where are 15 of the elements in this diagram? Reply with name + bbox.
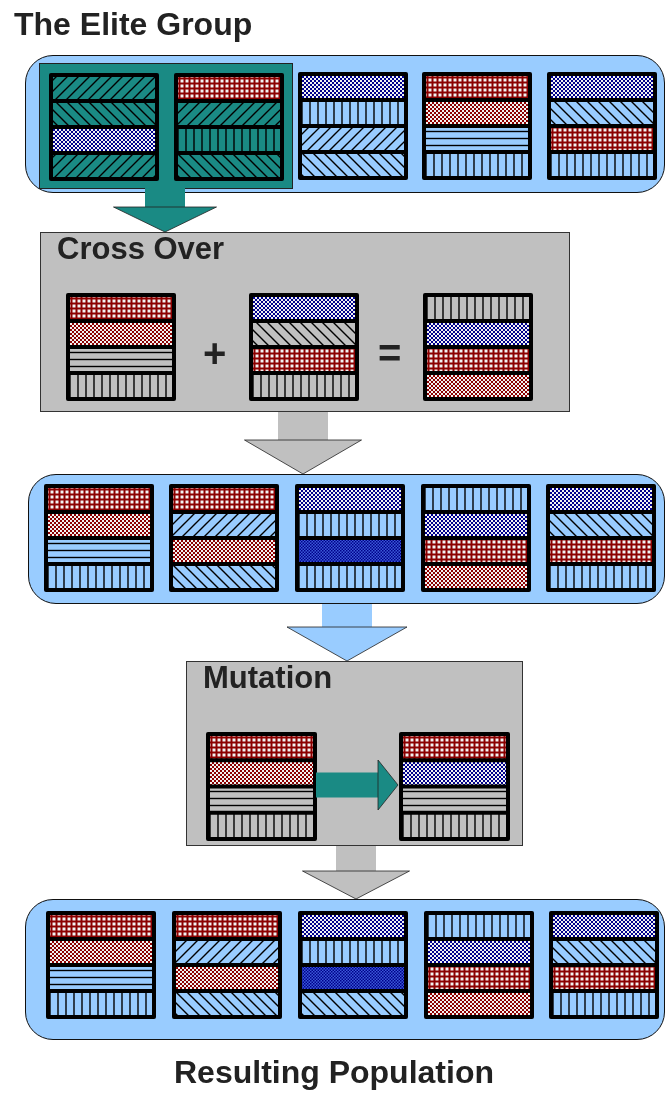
population-panel: [25, 55, 665, 193]
diagram-title: The Elite Group: [14, 8, 253, 40]
population-panel: [28, 474, 665, 604]
population-panel: [25, 899, 665, 1040]
block-arrow: [316, 759, 399, 811]
operator-symbol: =: [378, 333, 402, 373]
panel-heading: Cross Over: [57, 233, 225, 264]
elite-group-highlight: [39, 63, 293, 189]
operator-symbol: +: [203, 333, 227, 373]
operator-panel: [186, 661, 523, 846]
operator-panel: [40, 232, 570, 412]
chromosome-drawing: [399, 732, 510, 841]
diagram-caption: Resulting Population: [173, 1056, 495, 1088]
chromosome-drawing: [206, 732, 317, 841]
panel-heading: Mutation: [203, 662, 333, 693]
